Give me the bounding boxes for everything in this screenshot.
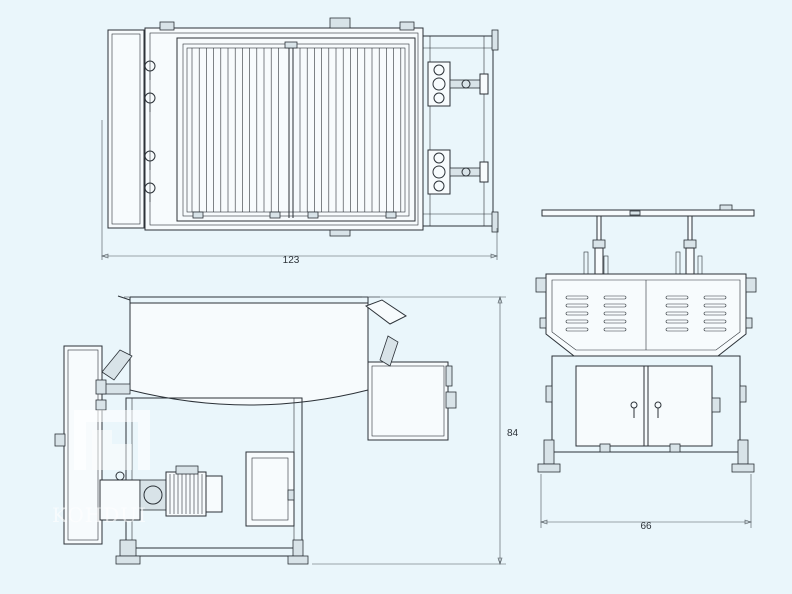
end-dimension-label: 66 xyxy=(640,521,652,532)
watermark: KOHDUI xyxy=(52,410,150,527)
top-view-drive-upper xyxy=(427,61,489,107)
top-view-frame xyxy=(144,27,424,231)
side-view-motor xyxy=(99,465,223,521)
watermark-text: KOHDUI xyxy=(52,503,147,527)
top-view-end-panel xyxy=(107,29,145,229)
end-view: 66 xyxy=(535,204,757,532)
top-view-slats xyxy=(191,48,402,212)
top-view-drive-frame xyxy=(422,35,494,227)
end-view-cylinder-left xyxy=(592,215,606,275)
top-dimension-label: 123 xyxy=(283,255,300,266)
side-view-discharge-box xyxy=(367,361,449,441)
top-view-bolts xyxy=(144,60,156,202)
end-view-top-plate xyxy=(541,209,755,217)
end-view-vents xyxy=(565,295,727,332)
top-view-drive-lower xyxy=(427,149,489,195)
end-view-cylinder-right xyxy=(683,215,697,275)
side-view-trough xyxy=(129,302,369,406)
side-view-frame xyxy=(125,397,303,557)
side-dimension-label: 84 xyxy=(507,428,519,439)
top-view-trough xyxy=(176,37,416,222)
top-view: 123 xyxy=(101,17,499,266)
